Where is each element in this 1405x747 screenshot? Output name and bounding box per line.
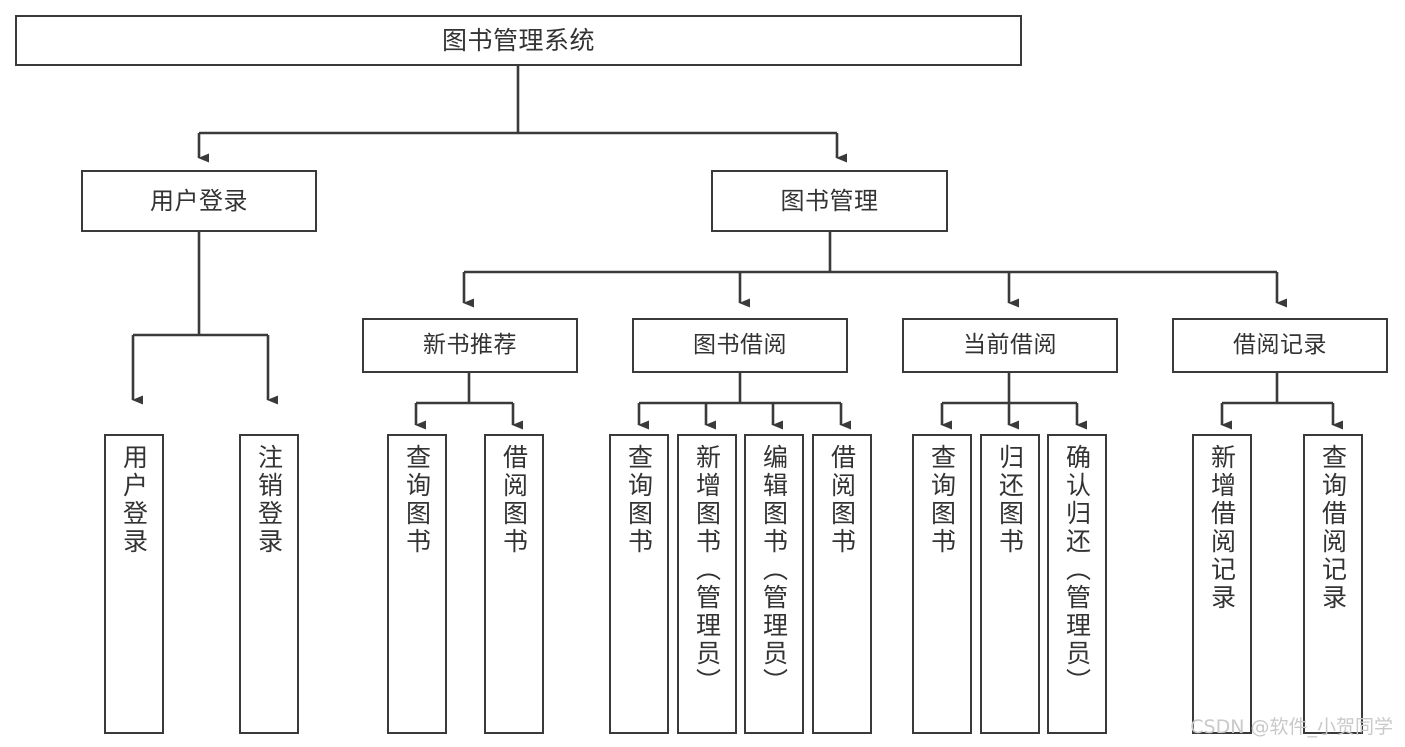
node-label: 查询图书 [927, 444, 957, 556]
node-leaf-query-borrow-record[interactable]: 查询借阅记录 [1303, 434, 1363, 734]
node-label: 查询借阅记录 [1318, 444, 1348, 612]
node-leaf-return-book[interactable]: 归还图书 [980, 434, 1040, 734]
node-book-management[interactable]: 图书管理 [711, 170, 948, 232]
node-label: 借阅图书 [827, 444, 857, 556]
node-leaf-logout-login[interactable]: 注销登录 [239, 434, 299, 734]
node-leaf-query-book-3[interactable]: 查询图书 [912, 434, 972, 734]
node-leaf-confirm-return-admin[interactable]: 确认归还（管理员） [1047, 434, 1107, 734]
node-label: 图书管理 [780, 186, 879, 215]
node-leaf-user-login[interactable]: 用户登录 [104, 434, 164, 734]
node-root-book-management-system[interactable]: 图书管理系统 [15, 15, 1022, 66]
node-leaf-add-borrow-record[interactable]: 新增借阅记录 [1192, 434, 1252, 734]
node-label: 当前借阅 [963, 331, 1057, 358]
node-leaf-query-book-2[interactable]: 查询图书 [609, 434, 669, 734]
node-label: 新书推荐 [423, 331, 517, 358]
node-label: 查询图书 [624, 444, 654, 556]
node-book-borrow[interactable]: 图书借阅 [632, 318, 848, 373]
node-leaf-borrow-book-2[interactable]: 借阅图书 [812, 434, 872, 734]
node-user-login[interactable]: 用户登录 [81, 170, 317, 232]
node-current-borrow[interactable]: 当前借阅 [902, 318, 1118, 373]
node-leaf-add-book-admin[interactable]: 新增图书（管理员） [677, 434, 737, 734]
node-leaf-borrow-book-1[interactable]: 借阅图书 [484, 434, 544, 734]
node-label: 归还图书 [995, 444, 1025, 556]
node-label: 注销登录 [254, 444, 284, 556]
node-label: 新增图书（管理员） [692, 444, 722, 696]
node-label: 用户登录 [150, 186, 248, 215]
node-borrow-record[interactable]: 借阅记录 [1172, 318, 1388, 373]
node-leaf-edit-book-admin[interactable]: 编辑图书（管理员） [744, 434, 804, 734]
node-label: 查询图书 [402, 444, 432, 556]
node-leaf-query-book-1[interactable]: 查询图书 [387, 434, 447, 734]
node-new-book-recommend[interactable]: 新书推荐 [362, 318, 578, 373]
node-label: 图书借阅 [693, 331, 787, 358]
node-label: 图书管理系统 [441, 25, 595, 55]
node-label: 编辑图书（管理员） [759, 444, 789, 696]
node-label: 借阅图书 [499, 444, 529, 556]
node-label: 用户登录 [119, 444, 149, 556]
node-label: 确认归还（管理员） [1062, 444, 1092, 696]
node-label: 新增借阅记录 [1207, 444, 1237, 612]
node-label: 借阅记录 [1233, 331, 1327, 358]
